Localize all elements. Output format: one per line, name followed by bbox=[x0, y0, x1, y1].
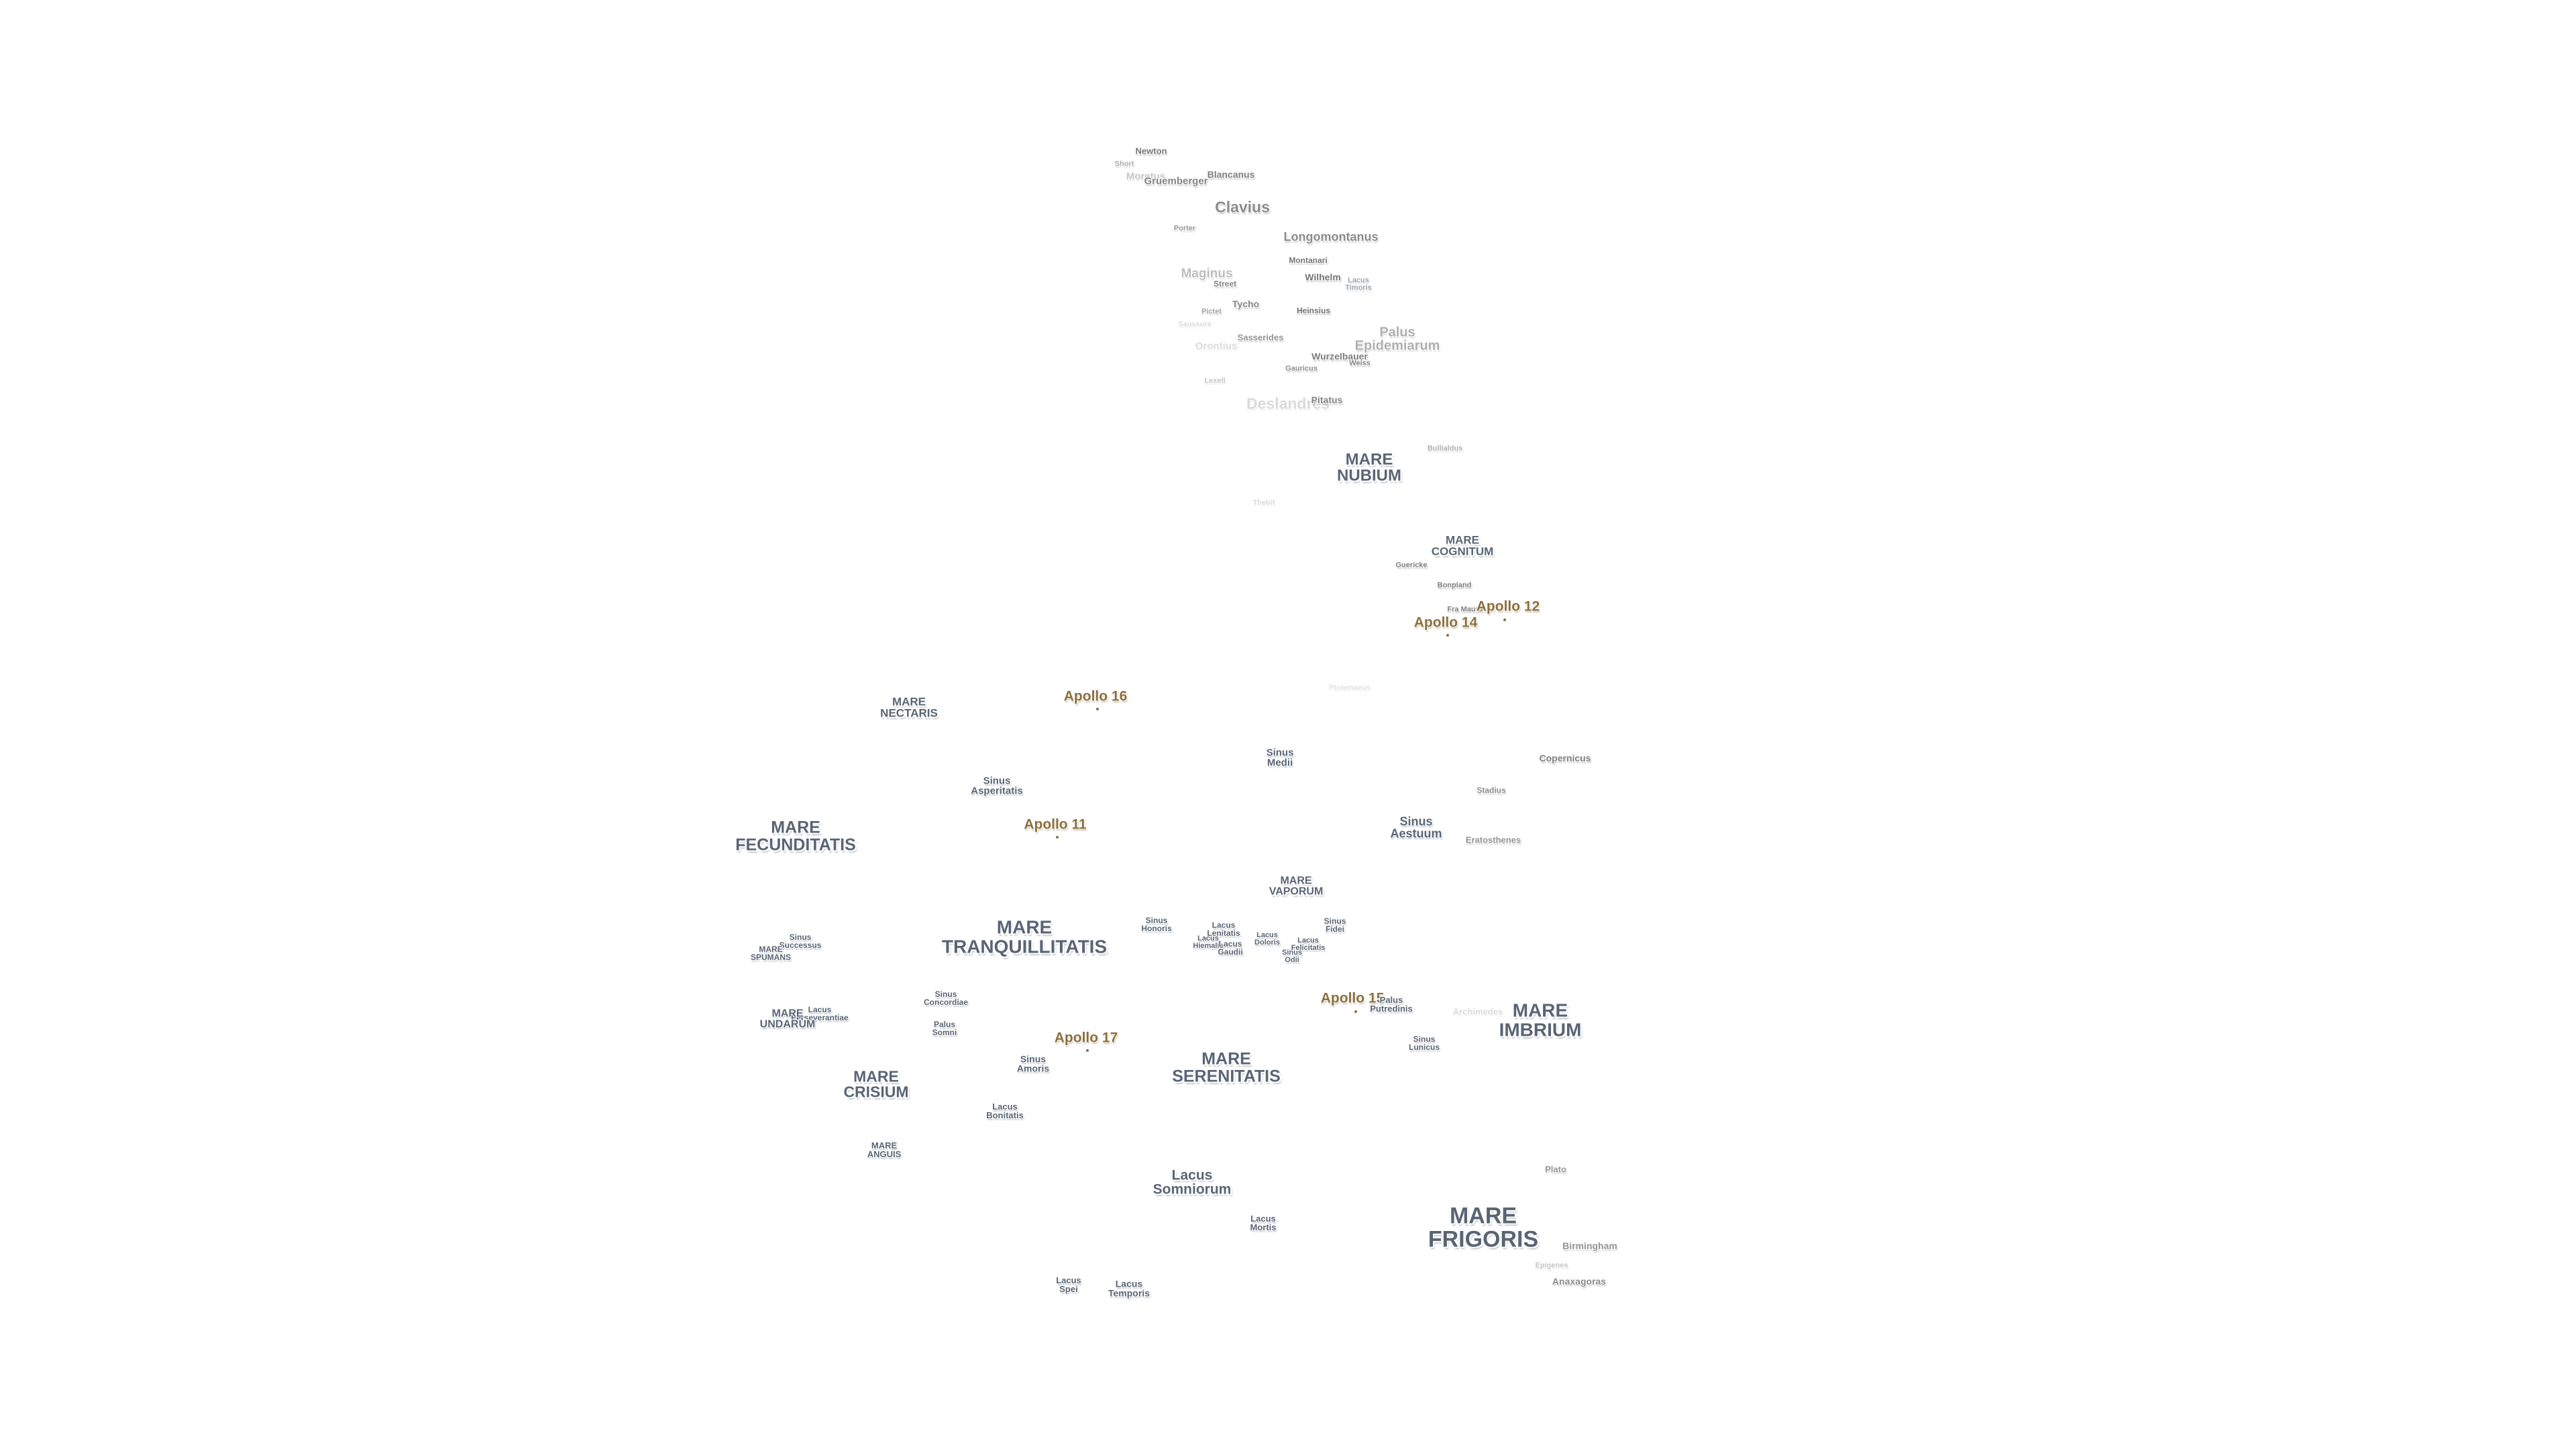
label-gruemberger: Gruemberger bbox=[1144, 175, 1208, 187]
label-archimedes: Archimedes bbox=[1452, 1006, 1503, 1017]
label-newton: Newton bbox=[1135, 146, 1167, 156]
label-pictet: Pictet bbox=[1201, 307, 1222, 316]
label-mare-crisium: MARE CRISIUM bbox=[843, 1067, 909, 1101]
label-lacus-hiemalis: Lacus Hiemalis bbox=[1193, 934, 1224, 950]
label-lacus-temporis: Lacus Temporis bbox=[1108, 1278, 1150, 1299]
label-anaxagoras: Anaxagoras bbox=[1552, 1275, 1607, 1287]
label-sinus-concordiae: Sinus Concordiae bbox=[923, 989, 969, 1007]
label-heinsius: Heinsius bbox=[1296, 305, 1331, 315]
label-lacus-perseverantiae: Lacus Perseverantiae bbox=[791, 1004, 849, 1022]
label-lacus-gaudii: Lacus Gaudii bbox=[1218, 938, 1243, 957]
label-clavius: Clavius bbox=[1215, 198, 1270, 216]
label-mare-nubium: MARE NUBIUM bbox=[1337, 450, 1401, 485]
label-bonpland: Bonpland bbox=[1437, 581, 1472, 590]
label-sinus-lunicus: Sinus Lunicus bbox=[1408, 1034, 1440, 1052]
label-ptolemaeus: Ptolemaeus bbox=[1329, 684, 1371, 692]
label-short: Short bbox=[1114, 160, 1134, 168]
label-lacus-doloris: Lacus Doloris bbox=[1254, 930, 1280, 947]
label-sinus-amoris: Sinus Amoris bbox=[1016, 1053, 1050, 1074]
label-longomontanus: Longomontanus bbox=[1283, 229, 1379, 244]
label-moretus: Moretus bbox=[1126, 170, 1166, 182]
label-mare-vaporum: MARE VAPORUM bbox=[1269, 875, 1324, 898]
label-mare-undarum: MARE UNDARUM bbox=[759, 1008, 816, 1030]
label-sinus-medii: Sinus Medii bbox=[1266, 747, 1294, 769]
label-lacus-spei: Lacus Spei bbox=[1056, 1275, 1081, 1294]
label-mare-fecunditatis: MARE FECUNDITATIS bbox=[735, 818, 856, 854]
label-apollo-11: Apollo 11 bbox=[1024, 816, 1087, 833]
label-maginus: Maginus bbox=[1181, 266, 1233, 281]
label-mare-anguis: MARE ANGUIS bbox=[867, 1140, 902, 1159]
label-wilhelm: Wilhelm bbox=[1305, 271, 1341, 282]
label-sinus-asperitatis: Sinus Asperitatis bbox=[971, 775, 1023, 797]
label-tycho: Tycho bbox=[1232, 298, 1260, 309]
label-pitatus: Pitatus bbox=[1311, 394, 1343, 405]
landing-site-marker-apollo-11 bbox=[1056, 836, 1059, 839]
landing-site-marker-apollo-16 bbox=[1096, 708, 1099, 710]
landing-site-marker-apollo-12 bbox=[1503, 619, 1506, 621]
label-apollo-14: Apollo 14 bbox=[1413, 614, 1478, 631]
landing-site-marker-apollo-17 bbox=[1086, 1049, 1089, 1052]
label-guericke: Guericke bbox=[1395, 561, 1428, 570]
label-street: Street bbox=[1213, 278, 1237, 288]
label-plato: Plato bbox=[1545, 1164, 1566, 1175]
label-apollo-16: Apollo 16 bbox=[1063, 688, 1128, 704]
label-lacus-timoris: Lacus Timoris bbox=[1345, 276, 1372, 292]
label-sinus-fidei: Sinus Fidei bbox=[1324, 916, 1346, 934]
label-montanari: Montanari bbox=[1289, 255, 1328, 265]
label-fra-mauro: Fra Mauro bbox=[1447, 605, 1483, 614]
label-eratosthenes: Eratosthenes bbox=[1465, 835, 1521, 845]
label-lacus-lenitatis: Lacus Lenitatis bbox=[1207, 920, 1240, 938]
landing-site-marker-apollo-15 bbox=[1354, 1010, 1357, 1013]
label-weiss: Weiss bbox=[1349, 359, 1371, 368]
label-sinus-successus: Sinus Successus bbox=[779, 932, 822, 950]
label-palus-epidemiarum: Palus Epidemiarum bbox=[1354, 325, 1440, 354]
label-porter: Porter bbox=[1173, 224, 1196, 233]
label-palus-putredinis: Palus Putredinis bbox=[1370, 994, 1413, 1014]
label-palus-somni: Palus Somni bbox=[932, 1019, 957, 1037]
label-lacus-somniorum: Lacus Somniorum bbox=[1152, 1167, 1232, 1197]
label-gauricus: Gauricus bbox=[1285, 364, 1318, 373]
label-sinus-aestuum: Sinus Aestuum bbox=[1390, 814, 1442, 841]
label-mare-frigoris: MARE FRIGORIS bbox=[1428, 1203, 1539, 1252]
label-stadius: Stadius bbox=[1477, 785, 1506, 795]
label-mare-tranquillitatis: MARE TRANQUILLITATIS bbox=[941, 916, 1108, 957]
label-mare-serenitatis: MARE SERENITATIS bbox=[1172, 1049, 1281, 1085]
label-sinus-honoris: Sinus Honoris bbox=[1141, 915, 1172, 933]
label-sasserides: Sasserides bbox=[1237, 332, 1284, 343]
label-orontius: Orontius bbox=[1195, 340, 1238, 352]
label-mare-spumans: MARE SPUMANS bbox=[750, 944, 792, 962]
label-deslandres: Deslandres bbox=[1246, 394, 1330, 413]
label-saussure: Saussure bbox=[1178, 320, 1212, 329]
label-mare-cognitum: MARE COGNITUM bbox=[1431, 533, 1494, 558]
label-apollo-17: Apollo 17 bbox=[1054, 1030, 1118, 1046]
label-apollo-12: Apollo 12 bbox=[1476, 598, 1540, 614]
label-lacus-mortis: Lacus Mortis bbox=[1250, 1213, 1277, 1232]
label-apollo-15: Apollo 15 bbox=[1320, 990, 1385, 1006]
label-bullialdus: Bullialdus bbox=[1427, 444, 1463, 453]
label-sinus-odii: Sinus Odii bbox=[1282, 948, 1302, 964]
label-wurzelbauer: Wurzelbauer bbox=[1311, 350, 1368, 362]
label-copernicus: Copernicus bbox=[1539, 752, 1591, 763]
landing-site-marker-apollo-14 bbox=[1446, 634, 1449, 637]
label-birmingham: Birmingham bbox=[1562, 1240, 1617, 1251]
label-thebit: Thebit bbox=[1252, 498, 1275, 507]
label-epigenes: Epigenes bbox=[1535, 1261, 1568, 1270]
label-lacus-felicitatis: Lacus Felicitatis bbox=[1291, 936, 1326, 952]
label-mare-nectaris: MARE NECTARIS bbox=[880, 695, 938, 720]
label-lacus-bonitatis: Lacus Bonitatis bbox=[986, 1101, 1024, 1120]
label-mare-imbrium: MARE IMBRIUM bbox=[1499, 1000, 1582, 1040]
label-blancanus: Blancanus bbox=[1207, 168, 1255, 180]
label-lexell: Lexell bbox=[1204, 376, 1226, 385]
